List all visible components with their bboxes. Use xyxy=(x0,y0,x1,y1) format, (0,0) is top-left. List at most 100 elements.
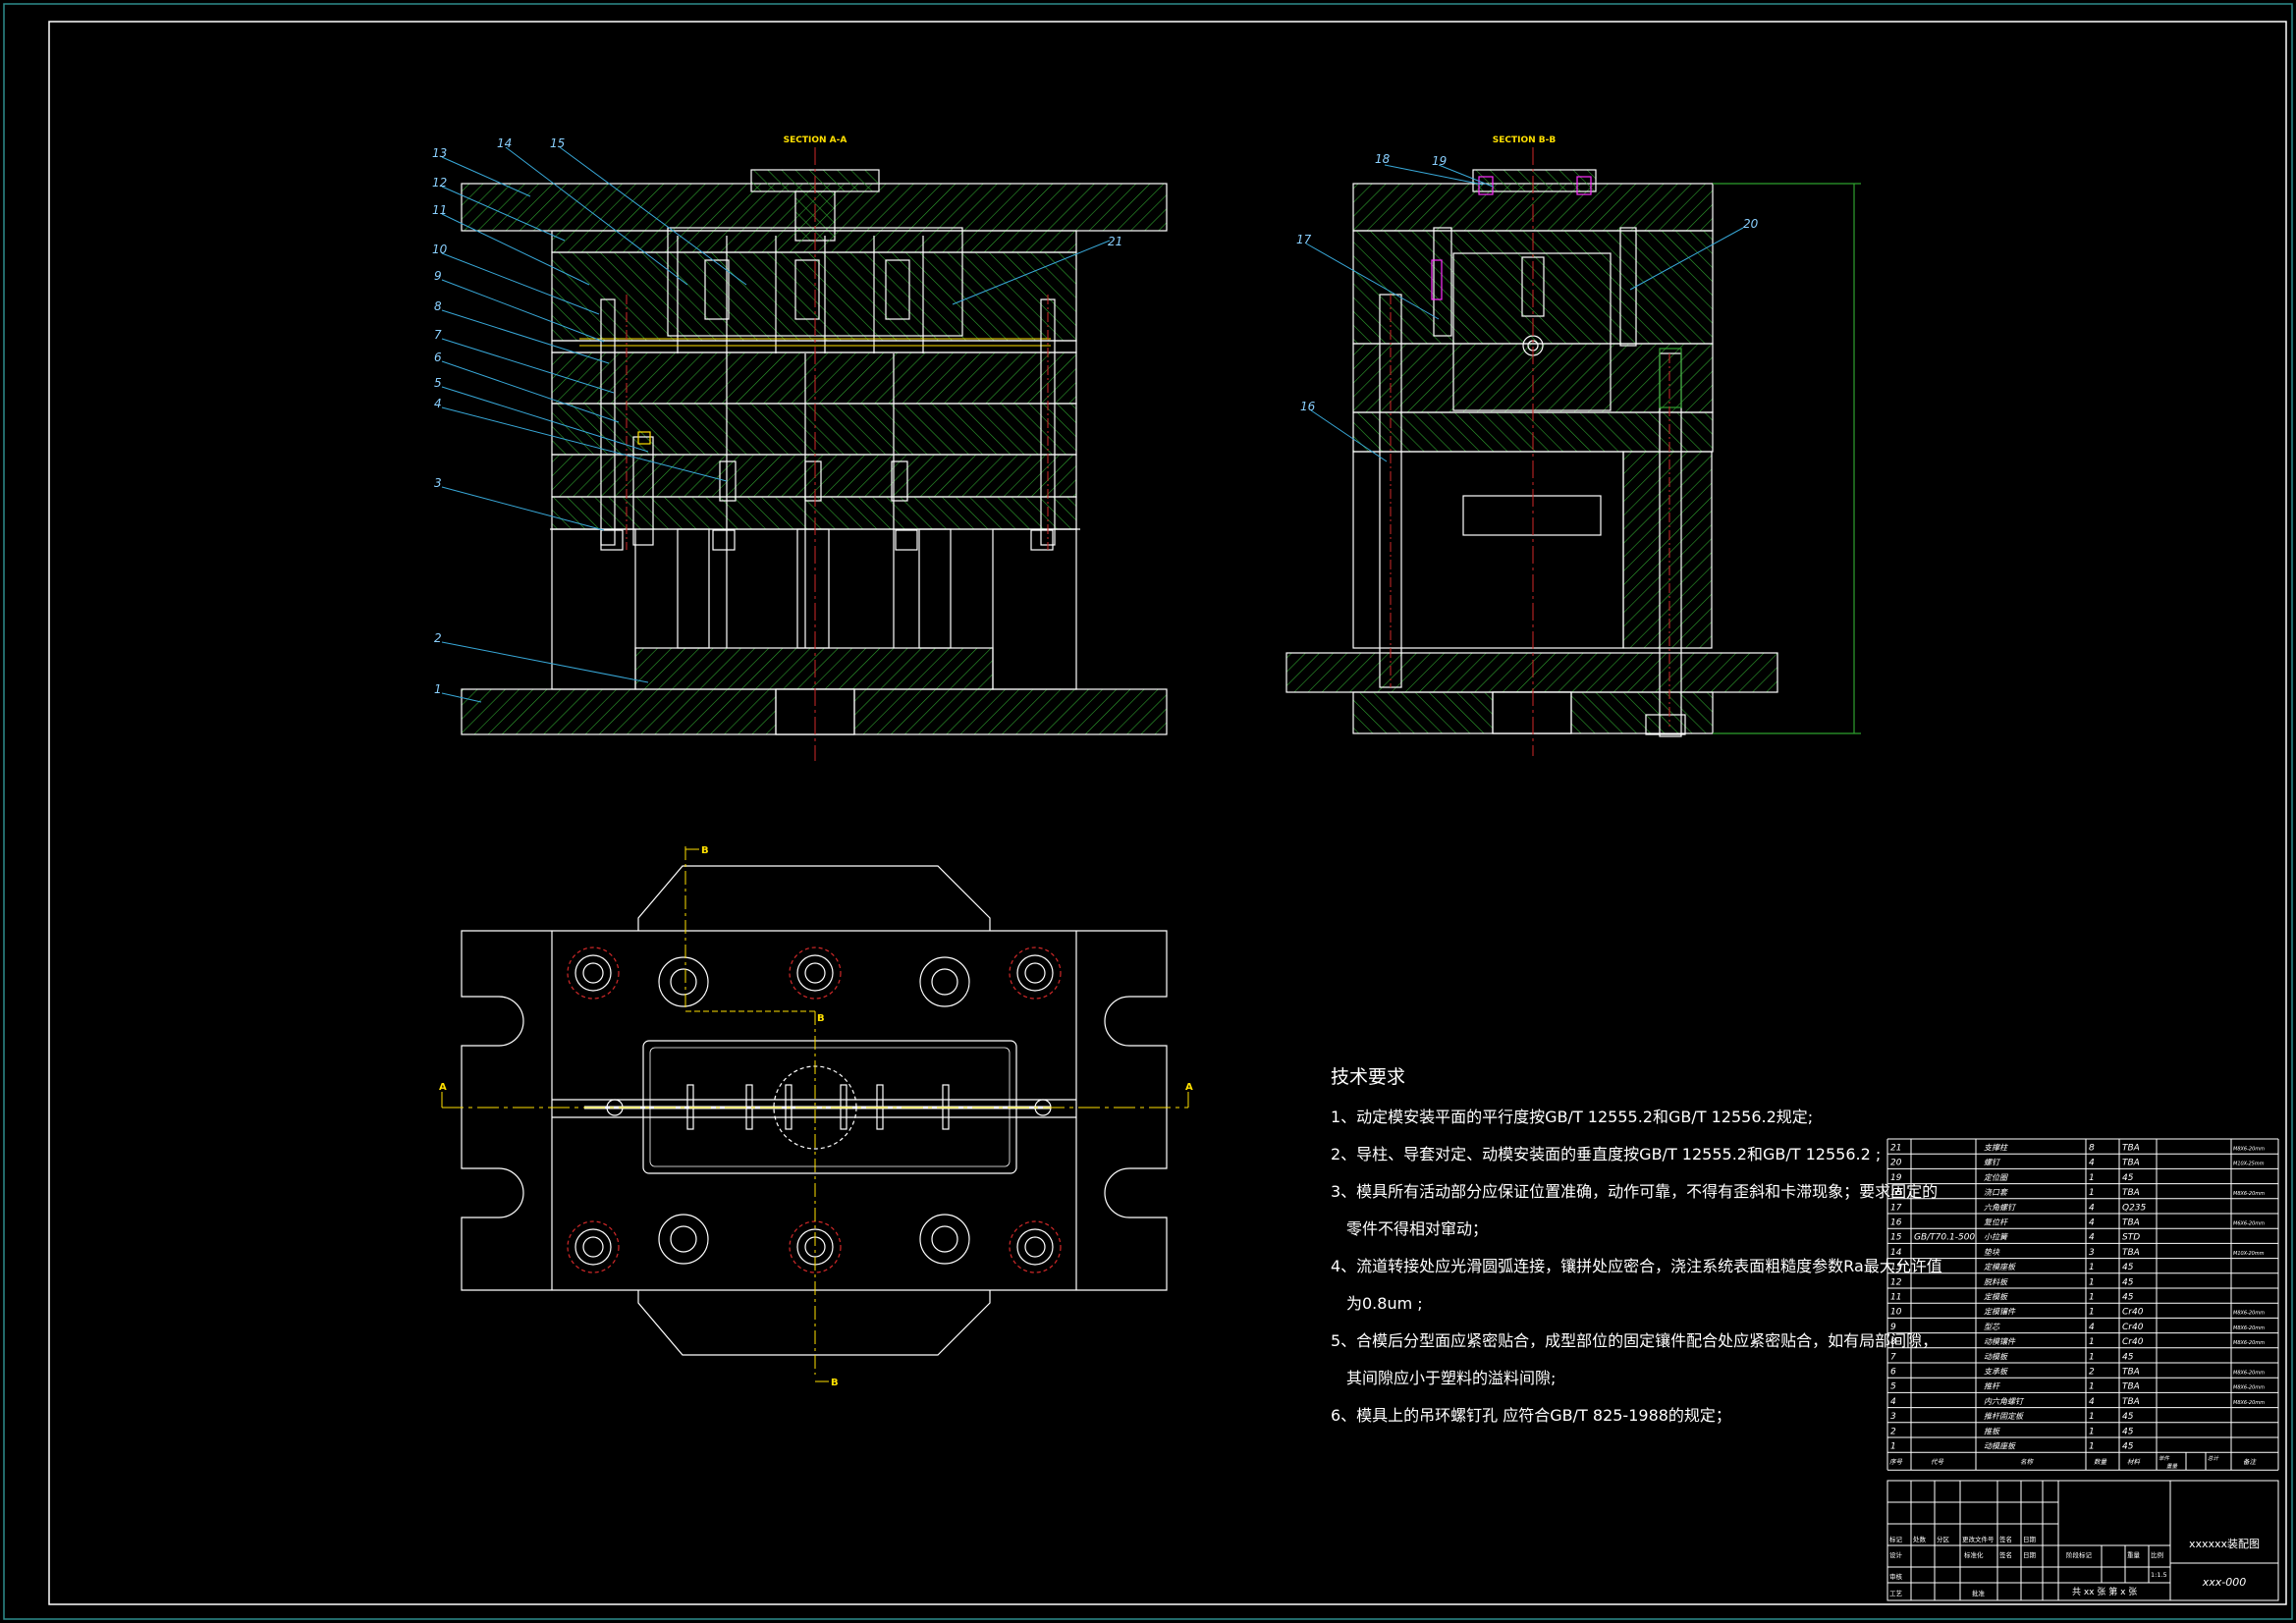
bom-cell-material: Cr40 xyxy=(2122,1323,2144,1332)
bom-cell-no: 9 xyxy=(1890,1323,1896,1332)
bom-cell-note: M8X6-20mm xyxy=(2233,1371,2265,1377)
note-item: 5、合模后分型面应紧密贴合，成型部位的固定镶件配合处应紧密贴合，如有局部间隙，其… xyxy=(1331,1323,1939,1397)
bom-cell-qty: 1 xyxy=(2089,1308,2095,1318)
bom-cell-qty: 1 xyxy=(2089,1173,2095,1183)
tb-label: 阶段标记 xyxy=(2066,1550,2093,1559)
note-line: 1、动定模安装平面的平行度按GB/T 12555.2和GB/T 12556.2规… xyxy=(1331,1108,1814,1126)
leader-label: 19 xyxy=(1432,154,1447,168)
notes-title: 技术要求 xyxy=(1331,1066,1406,1088)
bom-cell-material: TBA xyxy=(2122,1382,2140,1392)
leader-lines-aa xyxy=(441,146,1111,703)
view-mark-a-left: A xyxy=(439,1082,447,1093)
bom-cell-material: 45 xyxy=(2122,1173,2134,1183)
bom-cell-material: TBA xyxy=(2122,1159,2140,1168)
bom-cell-note: M10X-20mm xyxy=(2233,1251,2265,1257)
bom-cell-no: 16 xyxy=(1890,1218,1902,1228)
leader-label: 2 xyxy=(434,631,442,645)
leader-label: 17 xyxy=(1296,233,1312,246)
bom-head-total-weight: 总计 xyxy=(2208,1455,2219,1462)
section-aa-view: SECTION A-A xyxy=(461,135,1168,735)
bom-cell-no: 20 xyxy=(1890,1159,1902,1168)
bom-cell-code: GB/T70.1-500 xyxy=(1914,1233,1975,1243)
view-mark-a-right: A xyxy=(1185,1082,1193,1093)
bom-cell-name: 定模板 xyxy=(1984,1293,2008,1302)
note-line: 5、合模后分型面应紧密贴合，成型部位的固定镶件配合处应紧密贴合，如有局部间隙， xyxy=(1331,1331,1939,1350)
bom-cell-name: 型芯 xyxy=(1984,1323,2000,1331)
bom-cell-no: 14 xyxy=(1890,1248,1902,1258)
bom-cell-no: 21 xyxy=(1890,1144,1901,1154)
bom-cell-no: 19 xyxy=(1890,1173,1902,1183)
tb-label: 签名 xyxy=(1999,1535,2012,1543)
bom-cell-qty: 1 xyxy=(2089,1337,2095,1347)
bom-cell-name: 动模镶件 xyxy=(1984,1337,2016,1346)
drawing-title: xxxxxx装配图 xyxy=(2189,1538,2260,1550)
leader-label: 12 xyxy=(432,176,447,189)
bom-cell-material: Cr40 xyxy=(2122,1308,2144,1318)
note-line: 3、模具所有活动部分应保证位置准确，动作可靠，不得有歪斜和卡滞现象；要求固定的 xyxy=(1331,1182,1939,1201)
bom-cell-material: TBA xyxy=(2122,1188,2140,1198)
bom-cell-qty: 4 xyxy=(2089,1159,2095,1168)
bom-cell-note: M10X-25mm xyxy=(2233,1162,2265,1167)
bom-cell-no: 4 xyxy=(1890,1397,1896,1407)
bom-cell-no: 8 xyxy=(1890,1337,1896,1347)
note-line: 为0.8um ; xyxy=(1346,1294,1423,1313)
bom-cell-no: 7 xyxy=(1890,1352,1896,1362)
leader-lines-bb xyxy=(1305,164,1744,462)
bom-cell-material: 45 xyxy=(2122,1427,2134,1436)
bom-cell-qty: 4 xyxy=(2089,1203,2095,1213)
tb-label: 分区 xyxy=(1937,1535,1950,1543)
note-item: 6、模具上的吊环螺钉孔 应符合GB/T 825-1988的规定； xyxy=(1331,1397,1881,1434)
bom-cell-qty: 4 xyxy=(2089,1218,2095,1228)
bom-head-no: 序号 xyxy=(1889,1458,1903,1466)
bom-cell-name: 浇口套 xyxy=(1984,1188,2008,1197)
bom-cell-qty: 1 xyxy=(2089,1442,2095,1452)
section-bb-view: SECTION B-B xyxy=(1285,135,1861,737)
tb-label: 重量 xyxy=(2127,1551,2141,1559)
bom-cell-no: 6 xyxy=(1890,1368,1896,1378)
bom-cell-qty: 4 xyxy=(2089,1233,2095,1243)
bom-cell-material: 45 xyxy=(2122,1442,2134,1452)
bom-cell-no: 2 xyxy=(1890,1427,1896,1436)
plan-holes xyxy=(567,947,1062,1273)
view-mark-b-bottom: B xyxy=(831,1378,839,1388)
bom-cell-name: 复位杆 xyxy=(1984,1218,2009,1227)
leader-label: 8 xyxy=(434,299,442,313)
note-line: 2、导柱、导套对定、动模安装面的垂直度按GB/T 12555.2和GB/T 12… xyxy=(1331,1145,1882,1163)
bom-cell-name: 支承板 xyxy=(1984,1368,2008,1377)
tb-label: 标记 xyxy=(1889,1535,1903,1543)
bom-cell-note: M8X6-20mm xyxy=(2233,1147,2265,1153)
bom-cell-note: M8X6-20mm xyxy=(2233,1400,2265,1406)
bom-cell-name: 脱料板 xyxy=(1984,1277,2008,1286)
bom-cell-no: 3 xyxy=(1890,1412,1896,1422)
bom-cell-name: 小拉簧 xyxy=(1984,1233,2009,1242)
inner-frame xyxy=(48,21,2287,1605)
bom-cell-material: TBA xyxy=(2122,1248,2140,1258)
bom-cell-no: 5 xyxy=(1890,1382,1896,1392)
bom-cell-material: 45 xyxy=(2122,1277,2134,1287)
bom-cell-material: 45 xyxy=(2122,1293,2134,1303)
note-item: 2、导柱、导套对定、动模安装面的垂直度按GB/T 12555.2和GB/T 12… xyxy=(1331,1136,1881,1173)
bom-cell-no: 1 xyxy=(1890,1442,1896,1452)
technical-notes: 技术要求 1、动定模安装平面的平行度按GB/T 12555.2和GB/T 125… xyxy=(1331,1062,1942,1434)
tb-label: 比例 xyxy=(2151,1550,2163,1559)
bom-cell-qty: 1 xyxy=(2089,1263,2095,1272)
bom-head-unit-weight: 单件 xyxy=(2159,1455,2170,1462)
bom-cell-no: 18 xyxy=(1890,1188,1902,1198)
leader-label: 7 xyxy=(434,328,442,342)
bom-cell-name: 垫块 xyxy=(1984,1248,2000,1257)
bom-cell-qty: 1 xyxy=(2089,1427,2095,1436)
bom-cell-no: 17 xyxy=(1890,1203,1902,1213)
tb-label: 审核 xyxy=(1889,1572,1903,1581)
section-bb-title: SECTION B-B xyxy=(1493,135,1557,145)
leader-label: 4 xyxy=(434,397,442,410)
tb-scale: 1:1.5 xyxy=(2151,1571,2167,1579)
view-mark-b-mid: B xyxy=(817,1013,825,1024)
bom-cell-name: 内六角螺钉 xyxy=(1984,1397,2025,1406)
bom-cell-name: 定模座板 xyxy=(1984,1263,2016,1271)
drawing-number: xxx-000 xyxy=(2202,1576,2247,1589)
plan-section-letters: A A B B B xyxy=(439,845,1193,1388)
tb-label: 设计 xyxy=(1889,1550,1903,1559)
bom-cell-no: 12 xyxy=(1890,1277,1902,1287)
section-aa-title: SECTION A-A xyxy=(784,135,847,145)
tb-label: 处数 xyxy=(1913,1535,1927,1543)
